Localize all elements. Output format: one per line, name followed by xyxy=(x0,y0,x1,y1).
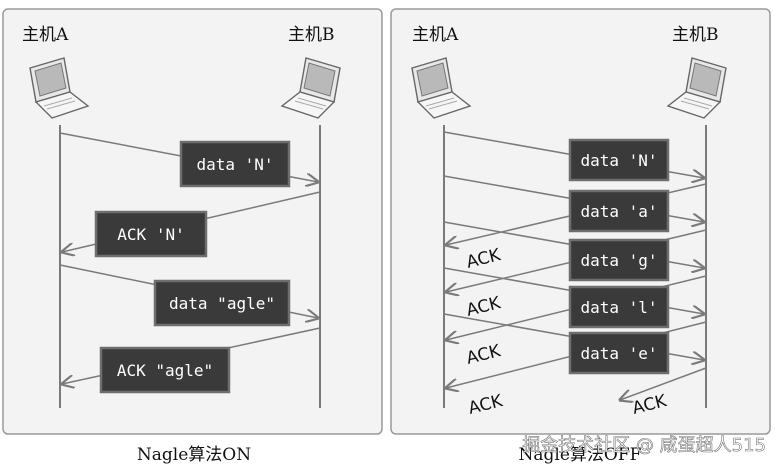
host-b-label: 主机B xyxy=(672,25,719,45)
packet-box-data-a: data 'a' xyxy=(568,189,670,233)
panel-nagle-on: 主机A 主机B data 'N' ACK 'N' data "agle" ACK… xyxy=(2,8,383,435)
svg-text:data 'l': data 'l' xyxy=(580,298,657,317)
panel-nagle-off: 主机A 主机B data 'N' data 'a' data 'g' xyxy=(390,8,771,435)
svg-text:data 'N': data 'N' xyxy=(196,155,273,174)
svg-text:ACK "agle": ACK "agle" xyxy=(117,361,213,380)
svg-text:data "agle": data "agle" xyxy=(169,294,275,313)
svg-text:data 'a': data 'a' xyxy=(580,202,657,221)
svg-text:data 'N': data 'N' xyxy=(580,151,657,170)
caption-nagle-on: Nagle算法ON xyxy=(137,445,251,465)
packet-box-data-agle: data "agle" xyxy=(153,279,291,327)
host-a-label: 主机A xyxy=(22,25,69,45)
packet-box-data-n: data 'N' xyxy=(179,140,291,188)
packet-box-data-n: data 'N' xyxy=(568,138,670,182)
svg-text:data 'e': data 'e' xyxy=(580,344,657,363)
packet-box-ack-n: ACK 'N' xyxy=(94,210,208,258)
svg-text:data 'g': data 'g' xyxy=(580,251,657,270)
host-b-label: 主机B xyxy=(288,25,335,45)
svg-text:ACK 'N': ACK 'N' xyxy=(117,225,184,244)
packet-box-data-l: data 'l' xyxy=(568,285,670,329)
host-a-label: 主机A xyxy=(412,25,459,45)
packet-box-data-e: data 'e' xyxy=(568,331,670,375)
packet-box-ack-agle: ACK "agle" xyxy=(99,346,231,394)
ack-arrow-5 xyxy=(620,367,707,400)
caption-nagle-off: Nagle算法OFF xyxy=(519,445,642,465)
packet-box-data-g: data 'g' xyxy=(568,238,670,282)
watermark-text: 掘金技术社区 @ 咸蛋超人515 xyxy=(522,435,766,456)
